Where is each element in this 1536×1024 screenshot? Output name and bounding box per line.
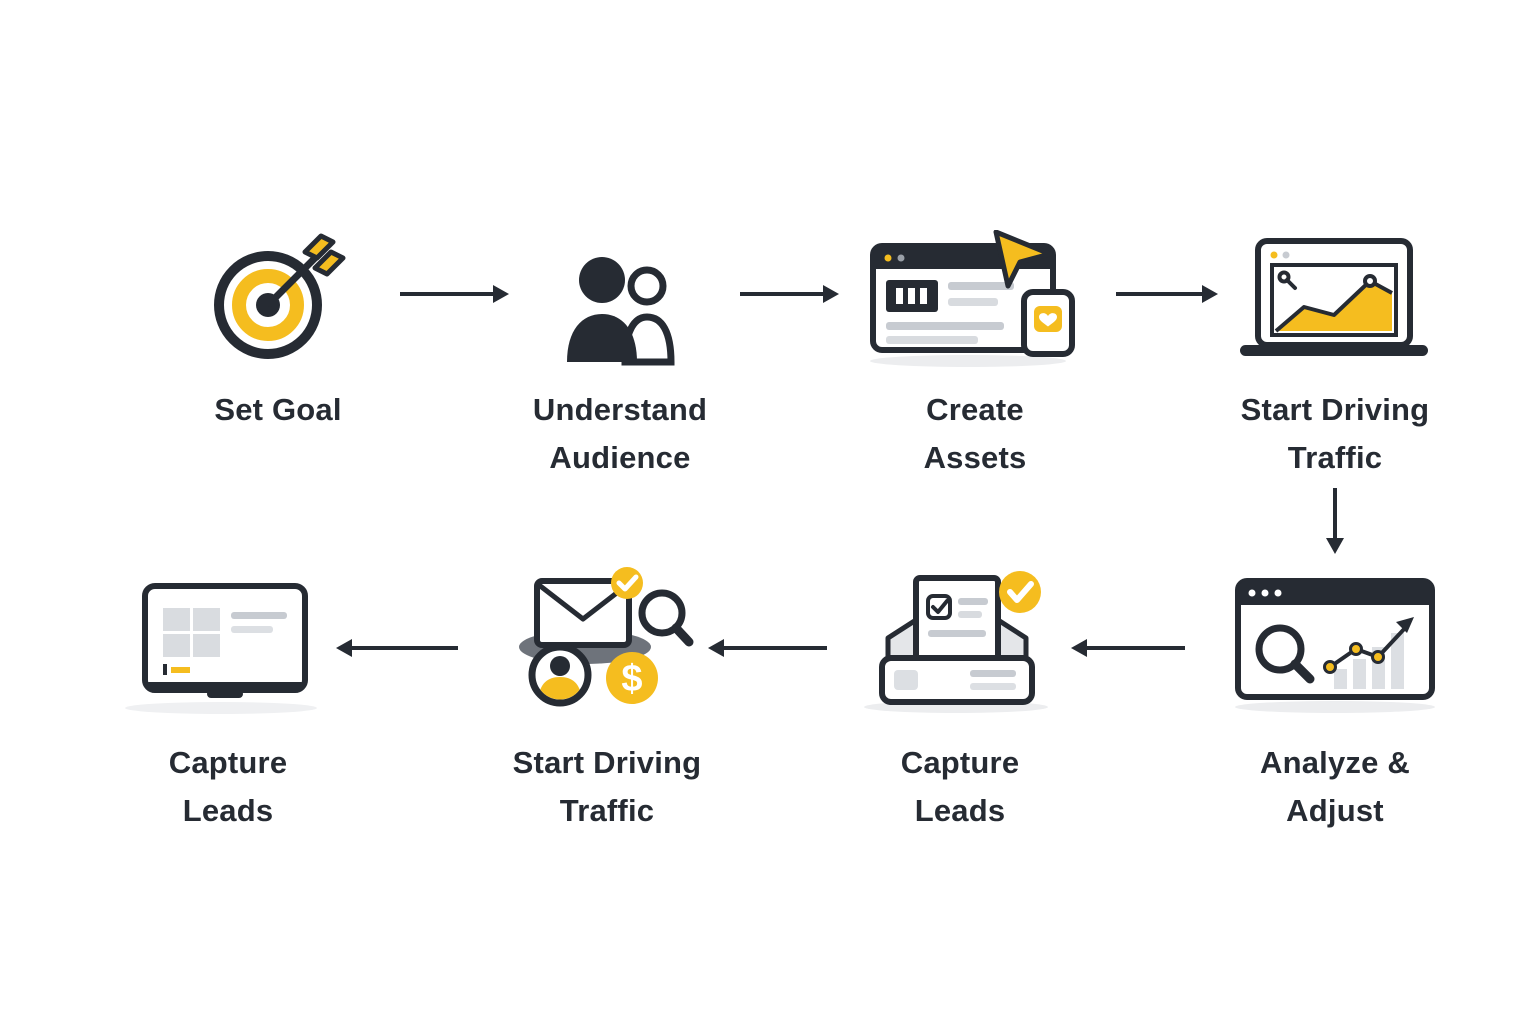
dollar-sign: $ (621, 658, 642, 700)
step-start-driving-traffic-1: Start Driving Traffic (1185, 205, 1485, 482)
laptop-form-icon (121, 545, 336, 715)
arrow-start-driving-traffic-to-capture-leads (336, 639, 458, 657)
step-capture-leads-1: Capture Leads (810, 545, 1110, 835)
arrow-set-goal-to-understand-audience (400, 285, 509, 303)
email-search-lead-money-icon: $ (505, 545, 710, 715)
step-label: Analyze & Adjust (1260, 745, 1410, 828)
arrow-capture-leads-to-start-driving-traffic (708, 639, 827, 657)
step-label: Capture Leads (168, 745, 288, 828)
arrow-understand-audience-to-create-assets (740, 285, 839, 303)
step-label: Capture Leads (900, 745, 1020, 828)
step-label: Set Goal (214, 392, 342, 427)
laptop-growth-chart-icon (1228, 205, 1443, 370)
audience-people-icon (545, 205, 695, 370)
step-create-assets: Create Assets (825, 205, 1125, 482)
target-arrow-icon (203, 205, 353, 370)
step-start-driving-traffic-2: $ Start Driving Traffic (457, 545, 757, 835)
inbox-document-check-icon (858, 545, 1063, 715)
arrow-create-assets-to-start-driving-traffic (1116, 285, 1218, 303)
browser-analytics-magnifier-icon (1228, 545, 1443, 715)
arrow-start-driving-traffic-to-analyze-adjust (1326, 488, 1344, 554)
step-understand-audience: Understand Audience (470, 205, 770, 482)
browser-assets-cursor-icon (868, 205, 1083, 370)
step-label: Create Assets (923, 392, 1027, 475)
step-label: Start Driving Traffic (1240, 392, 1430, 475)
step-label: Start Driving Traffic (512, 745, 702, 828)
step-analyze-adjust: Analyze & Adjust (1185, 545, 1485, 835)
step-label: Understand Audience (532, 392, 708, 475)
step-capture-leads-2: Capture Leads (78, 545, 378, 835)
step-set-goal: Set Goal (128, 205, 428, 434)
arrow-analyze-adjust-to-capture-leads (1071, 639, 1185, 657)
